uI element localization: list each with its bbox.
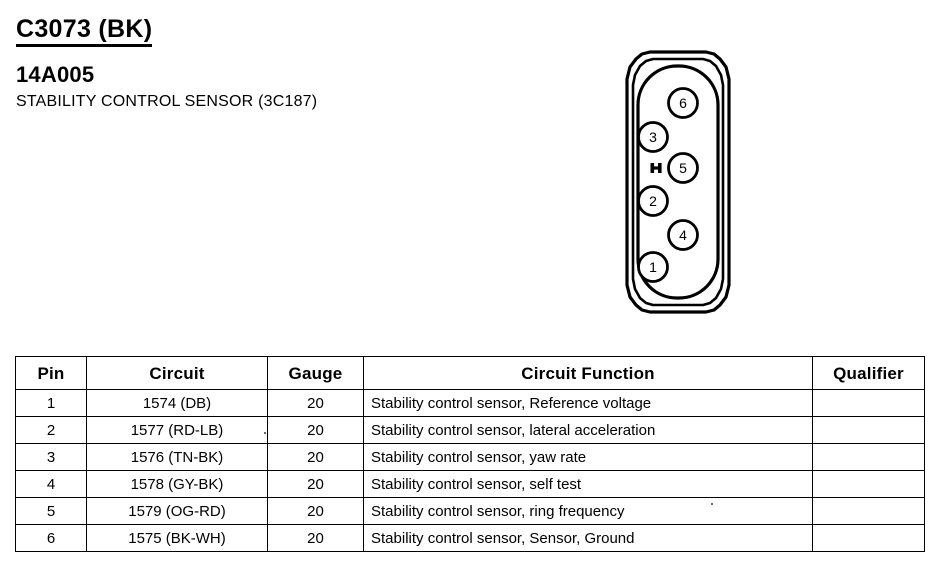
cell-pin: 2 bbox=[15, 416, 87, 444]
pin-terminal-label: 1 bbox=[649, 259, 657, 275]
cell-qualifier bbox=[812, 443, 925, 471]
table-row: 4 1578 (GY-BK) 20 Stability control sens… bbox=[15, 470, 925, 498]
table-row: 3 1576 (TN-BK) 20 Stability control sens… bbox=[15, 443, 925, 471]
connector-outer-shell bbox=[625, 50, 731, 314]
column-header-circuit-function: Circuit Function bbox=[363, 356, 813, 390]
cell-qualifier bbox=[812, 524, 925, 552]
connector-inner-cavity bbox=[636, 64, 720, 300]
connector-title: C3073 (BK) bbox=[16, 16, 153, 47]
pin-terminal-label: 5 bbox=[679, 160, 687, 176]
pin-terminal-label: 4 bbox=[679, 227, 687, 243]
keying-mark-icon bbox=[650, 163, 662, 173]
cell-pin: 5 bbox=[15, 497, 87, 525]
connector-middle-outline bbox=[631, 57, 725, 307]
cell-function: Stability control sensor, Reference volt… bbox=[363, 389, 813, 417]
table-header-row: Pin Circuit Gauge Circuit Function Quali… bbox=[15, 356, 925, 390]
cell-qualifier bbox=[812, 470, 925, 498]
connector-svg: 6 3 5 2 4 1 bbox=[625, 50, 731, 314]
cell-function: Stability control sensor, yaw rate bbox=[363, 443, 813, 471]
table-row: 5 1579 (OG-RD) 20 Stability control sens… bbox=[15, 497, 925, 525]
connector-pinout-diagram: 6 3 5 2 4 1 bbox=[612, 45, 757, 330]
table-row: 1 1574 (DB) 20 Stability control sensor,… bbox=[15, 389, 925, 417]
pin-terminal-label: 6 bbox=[679, 95, 687, 111]
cell-pin: 3 bbox=[15, 443, 87, 471]
cell-gauge: 20 bbox=[267, 389, 364, 417]
cell-circuit: 1574 (DB) bbox=[86, 389, 268, 417]
column-header-gauge: Gauge bbox=[267, 356, 364, 390]
cell-function: Stability control sensor, self test bbox=[363, 470, 813, 498]
pin-terminal-1[interactable]: 1 bbox=[637, 251, 669, 283]
cell-circuit: 1579 (OG-RD) bbox=[86, 497, 268, 525]
pin-terminal-6[interactable]: 6 bbox=[667, 87, 699, 119]
cell-gauge: 20 bbox=[267, 524, 364, 552]
pin-terminal-label: 3 bbox=[649, 129, 657, 145]
column-header-circuit: Circuit bbox=[86, 356, 268, 390]
cell-function: Stability control sensor, ring frequency bbox=[363, 497, 813, 525]
table-row: 2 1577 (RD-LB) 20 Stability control sens… bbox=[15, 416, 925, 444]
part-number: 14A005 bbox=[16, 62, 95, 87]
pin-assignment-table: Pin Circuit Gauge Circuit Function Quali… bbox=[15, 356, 925, 552]
cell-circuit: 1575 (BK-WH) bbox=[86, 524, 268, 552]
cell-circuit: 1576 (TN-BK) bbox=[86, 443, 268, 471]
cell-function: Stability control sensor, Sensor, Ground bbox=[363, 524, 813, 552]
cell-gauge: 20 bbox=[267, 416, 364, 444]
cell-gauge: 20 bbox=[267, 470, 364, 498]
pin-terminal-2[interactable]: 2 bbox=[637, 185, 669, 217]
cell-pin: 4 bbox=[15, 470, 87, 498]
column-header-pin: Pin bbox=[15, 356, 87, 390]
cell-qualifier bbox=[812, 497, 925, 525]
pin-terminal-label: 2 bbox=[649, 193, 657, 209]
cell-qualifier bbox=[812, 389, 925, 417]
column-header-qualifier: Qualifier bbox=[812, 356, 925, 390]
cell-function: Stability control sensor, lateral accele… bbox=[363, 416, 813, 444]
cell-circuit: 1577 (RD-LB) bbox=[86, 416, 268, 444]
cell-circuit: 1578 (GY-BK) bbox=[86, 470, 268, 498]
cell-pin: 1 bbox=[15, 389, 87, 417]
header-block: C3073 (BK) 14A005 STABILITY CONTROL SENS… bbox=[16, 16, 576, 112]
cell-gauge: 20 bbox=[267, 497, 364, 525]
component-name: STABILITY CONTROL SENSOR (3C187) bbox=[16, 93, 318, 111]
pin-terminal-3[interactable]: 3 bbox=[637, 121, 669, 153]
pin-terminal-5[interactable]: 5 bbox=[667, 152, 699, 184]
pin-terminal-4[interactable]: 4 bbox=[667, 219, 699, 251]
cell-gauge: 20 bbox=[267, 443, 364, 471]
cell-qualifier bbox=[812, 416, 925, 444]
table-row: 6 1575 (BK-WH) 20 Stability control sens… bbox=[15, 524, 925, 552]
cell-pin: 6 bbox=[15, 524, 87, 552]
